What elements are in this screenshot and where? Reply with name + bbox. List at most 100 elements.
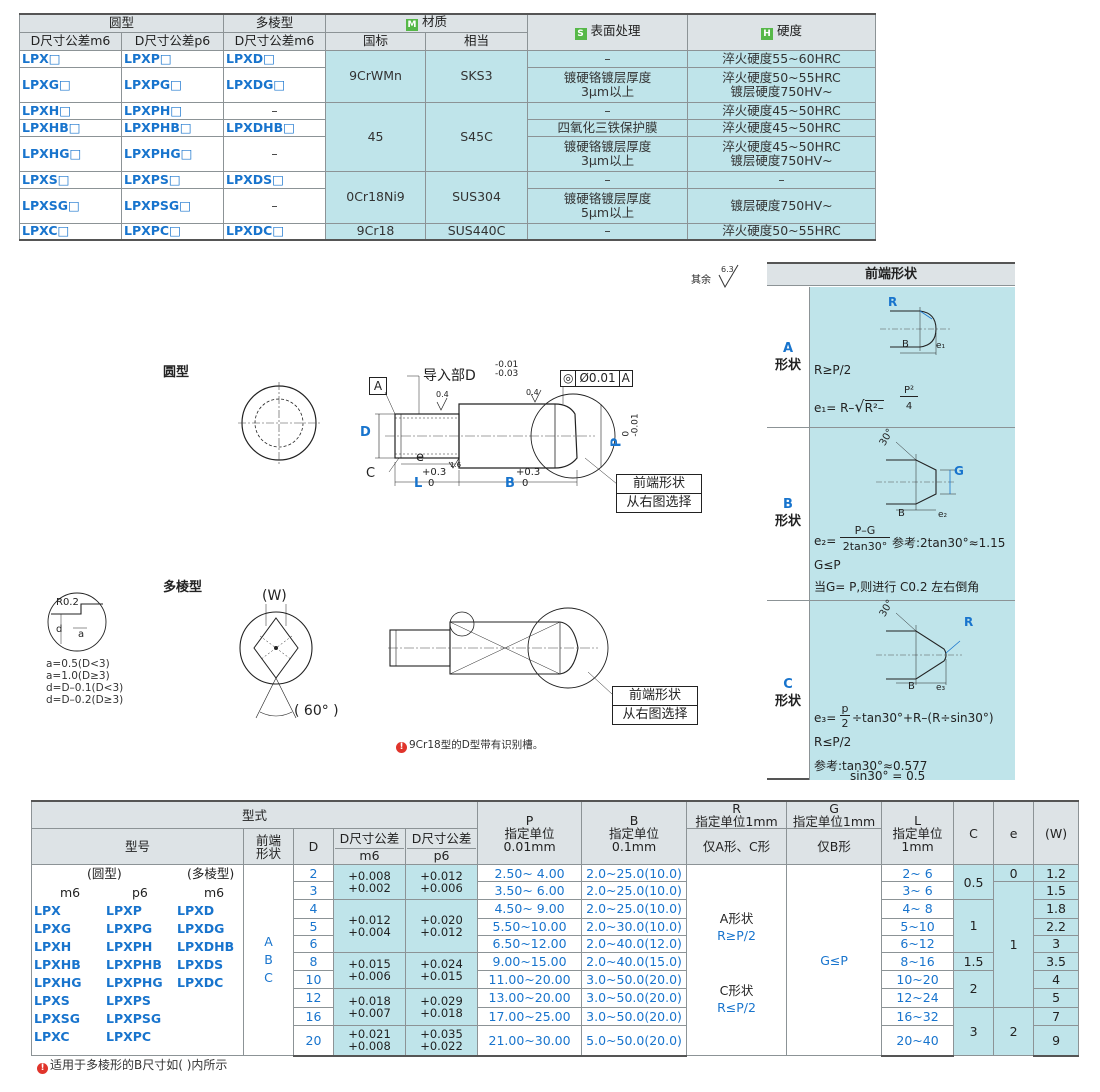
shape-a-rule: R≥P/2 bbox=[814, 363, 852, 377]
tip-shape-panel-title: 前端形状 bbox=[767, 264, 1015, 286]
d-value: 2 bbox=[293, 864, 334, 882]
w-label: (W) bbox=[262, 588, 287, 604]
b-range: 2.0~25.0(10.0) bbox=[581, 880, 688, 901]
model-code[interactable]: LPXPHG□ bbox=[120, 135, 225, 172]
model-code[interactable]: LPXD□ bbox=[223, 49, 327, 68]
c-value: 1.5 bbox=[953, 951, 995, 971]
model-code[interactable]: LPXD bbox=[177, 903, 215, 918]
model-code[interactable]: LPXG□ bbox=[19, 66, 122, 103]
model-code[interactable]: LPXH□ bbox=[19, 101, 122, 120]
dim-c-label: C bbox=[366, 466, 376, 481]
model-code[interactable]: LPX□ bbox=[19, 49, 122, 68]
model-code[interactable]: LPXC bbox=[34, 1029, 70, 1044]
roughness-symbol-icon: 6.3 bbox=[718, 264, 739, 289]
subheader-round-m6: D尺寸公差m6 bbox=[19, 31, 122, 51]
dim-b-label: B bbox=[505, 476, 515, 491]
model-code[interactable]: LPXS□ bbox=[19, 170, 122, 189]
model-code[interactable]: LPXDG□ bbox=[223, 66, 327, 103]
model-code[interactable]: LPXPC bbox=[106, 1029, 152, 1044]
model-code[interactable]: LPXDS bbox=[177, 957, 224, 972]
model-code[interactable]: LPXPC□ bbox=[120, 222, 225, 241]
shape-a-formula: e₁= R–√R²– bbox=[814, 397, 884, 416]
model-code-empty: – bbox=[223, 101, 327, 120]
shape-b-cell: 30° G B e₂ e₂= P–G 2tan30° 参考:2tan30°≈1.… bbox=[809, 427, 1015, 600]
model-code[interactable]: LPXDG bbox=[177, 921, 225, 936]
groove-note: !9Cr18型的D型带有识别槽。 bbox=[396, 737, 543, 753]
header-r-sub: 仅A形、C形 bbox=[686, 828, 788, 865]
header-model: 型号 bbox=[31, 828, 244, 865]
model-code[interactable]: LPXHG□ bbox=[19, 135, 122, 172]
b-range: 2.0~40.0(15.0) bbox=[581, 951, 688, 971]
model-code[interactable]: LPXSG bbox=[34, 1011, 81, 1026]
model-code[interactable]: LPXDC bbox=[177, 975, 224, 990]
model-code[interactable]: LPXPG bbox=[106, 921, 153, 936]
model-code[interactable]: LPXS bbox=[34, 993, 70, 1008]
model-code[interactable]: LPXH bbox=[34, 939, 72, 954]
shape-a-cell: R B e₁ R≥P/2 e₁= R–√R²– P² 4 bbox=[809, 287, 1015, 427]
datum-a-box: A bbox=[369, 377, 387, 395]
model-code[interactable]: LPXSG□ bbox=[19, 187, 122, 224]
w-value: 3.5 bbox=[1033, 951, 1080, 971]
model-code[interactable]: LPXPG□ bbox=[120, 66, 225, 103]
model-code[interactable]: LPXPS□ bbox=[120, 170, 225, 189]
header-poly: 多棱型 bbox=[223, 13, 327, 33]
model-code[interactable]: LPXG bbox=[34, 921, 72, 936]
l-range: 20~40 bbox=[881, 1025, 955, 1057]
model-code[interactable]: LPXPSG bbox=[106, 1011, 162, 1026]
material-equiv: SUS304 bbox=[425, 170, 529, 224]
dim-l-label: L bbox=[414, 476, 423, 491]
d-value: 8 bbox=[293, 951, 334, 971]
lead-in-label: 导入部D bbox=[423, 368, 476, 384]
model-code[interactable]: LPXHB□ bbox=[19, 118, 122, 137]
w-value: 9 bbox=[1033, 1025, 1080, 1057]
concentricity-icon: ◎ bbox=[561, 371, 577, 386]
model-code[interactable]: LPXP bbox=[106, 903, 142, 918]
model-code[interactable]: LPXP□ bbox=[120, 49, 225, 68]
table-row: LPXS□ LPXPS□ LPXDS□ 0Cr18Ni9 SUS304 – – bbox=[19, 170, 877, 224]
model-code[interactable]: LPXPH□ bbox=[120, 101, 225, 120]
tip-shape-callout: 前端形状 从右图选择 bbox=[616, 474, 702, 513]
model-code[interactable]: LPXHG bbox=[34, 975, 82, 990]
lead-in-tol: -0.01-0.03 bbox=[495, 360, 519, 379]
model-code[interactable]: LPXDS□ bbox=[223, 170, 327, 189]
poly-side-view bbox=[388, 607, 612, 695]
poly-type-title: 多棱型 bbox=[163, 580, 203, 595]
model-code[interactable]: LPXPSG□ bbox=[120, 187, 225, 224]
header-e: e bbox=[993, 800, 1035, 865]
surface-cell: 四氧化三铁保护膜 bbox=[527, 118, 689, 137]
tol-m6: +0.012+0.004 bbox=[333, 899, 406, 953]
b-range: 2.0~25.0(10.0) bbox=[581, 899, 688, 919]
e-value: 0 bbox=[993, 864, 1035, 882]
material-gb: 9Cr18 bbox=[325, 222, 427, 241]
model-code[interactable]: LPXDHB bbox=[177, 939, 235, 954]
warning-icon: ! bbox=[37, 1063, 48, 1074]
model-code[interactable]: LPXPHB bbox=[106, 957, 162, 972]
model-code[interactable]: LPXHB bbox=[34, 957, 81, 972]
model-code[interactable]: LPXPH bbox=[106, 939, 153, 954]
l-range: 3~ 6 bbox=[881, 880, 955, 901]
model-code[interactable]: LPXPHG bbox=[106, 975, 163, 990]
model-code[interactable]: LPXPS bbox=[106, 993, 151, 1008]
roughness-04-label: 0.4 bbox=[526, 388, 539, 397]
l-range: 12~24 bbox=[881, 988, 955, 1008]
model-code[interactable]: LPX bbox=[34, 903, 61, 918]
model-code[interactable]: LPXPHB□ bbox=[120, 118, 225, 137]
surface-cell: – bbox=[527, 101, 689, 120]
model-code[interactable]: LPXDC□ bbox=[223, 222, 327, 241]
model-code[interactable]: LPXC□ bbox=[19, 222, 122, 241]
hardness-cell: 镀层硬度750HV~ bbox=[687, 187, 877, 224]
model-code[interactable]: LPXDHB□ bbox=[223, 118, 327, 137]
tol-p6: +0.020+0.012 bbox=[404, 899, 479, 953]
